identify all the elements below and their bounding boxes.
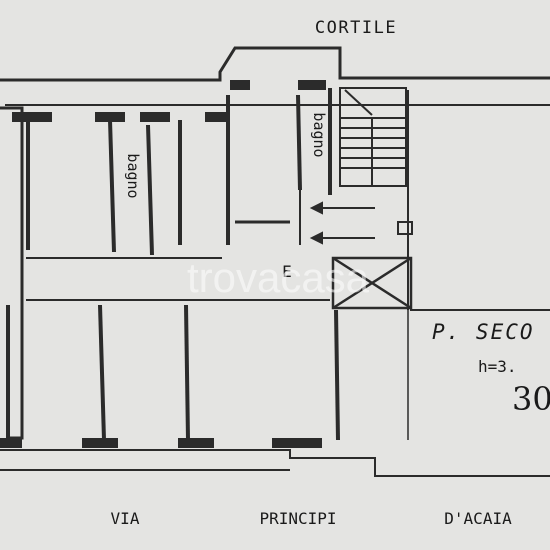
entrance-label: E <box>282 262 292 281</box>
outer-walls <box>0 46 550 477</box>
courtyard-label: CORTILE <box>315 18 397 38</box>
interior-walls <box>6 88 340 441</box>
height-label: h=3. <box>478 357 517 376</box>
street-label-acaia: D'ACAIA <box>444 509 512 528</box>
watermark: trovacasa <box>187 254 370 301</box>
bath-label-right: bagno <box>310 112 328 157</box>
floor-label: P. SECO <box>432 320 535 344</box>
window-marks <box>0 80 326 448</box>
lift-shaft <box>331 256 413 310</box>
landing-arrows <box>309 201 413 245</box>
handwritten-area: 30 <box>512 380 550 418</box>
staircase <box>339 87 407 187</box>
street-label-principi: PRINCIPI <box>259 509 336 528</box>
bath-label-left: bagno <box>124 153 142 198</box>
street-label-via: VIA <box>111 509 140 528</box>
